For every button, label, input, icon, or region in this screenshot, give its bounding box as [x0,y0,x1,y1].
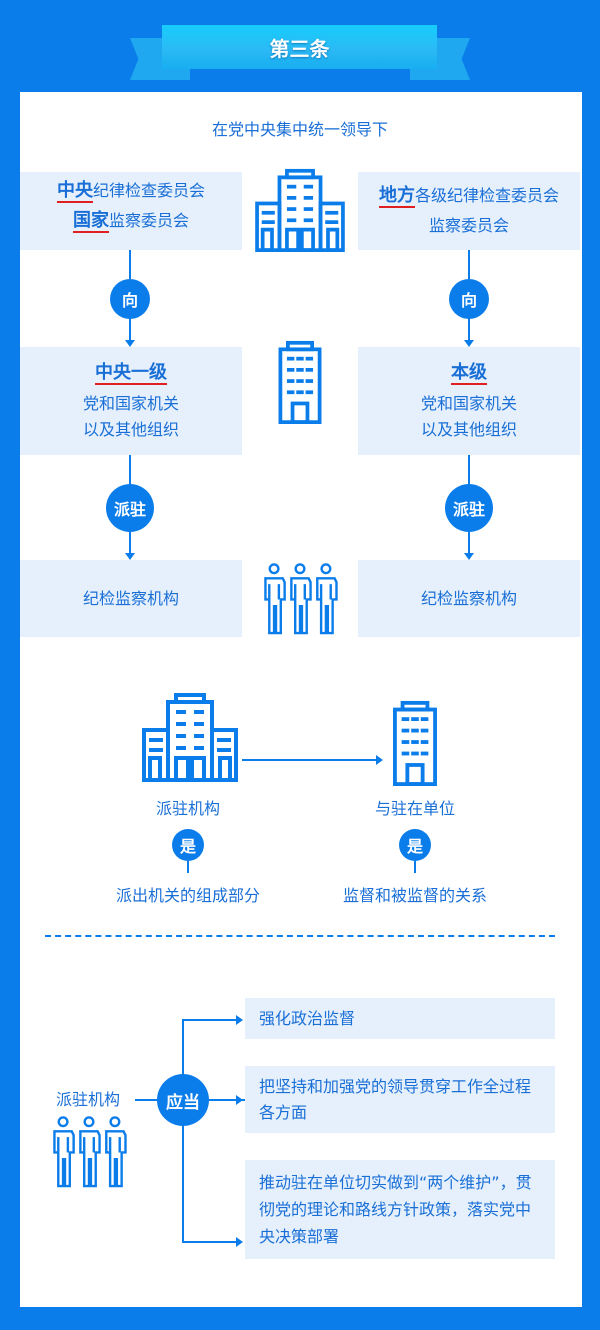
emphasis: 中央 [56,180,93,201]
arrow-down-icon [464,340,474,347]
right-top-line2: 监察委员会 [428,216,510,235]
subtitle: 在党中央集中统一领导下 [211,120,389,139]
connector [414,861,416,873]
duty-item: 把坚持和加强党的领导贯穿工作全过程各方面 [245,1066,555,1133]
left-mid-box [20,347,242,455]
left-mid-line2: 以及其他组织 [82,420,180,439]
left-mid-bold: 中央一级 [95,360,167,386]
emphasis: 中央一级 [95,362,167,383]
connector [182,1019,184,1243]
is-circle: 是 [399,829,431,861]
text: 纪律检查委员会 [92,181,206,200]
relation-right-label: 与驻在单位 [374,799,456,818]
people-icon [259,563,341,635]
relation-left-result: 派出机关的组成部分 [115,886,261,905]
emphasis: 地方 [378,185,415,206]
relation-left-label: 派驻机构 [155,799,221,818]
step-circle-dispatch: 派驻 [445,484,493,532]
relation-right-result: 监督和被监督的关系 [342,886,488,905]
right-mid-line2: 以及其他组织 [420,420,518,439]
right-mid-line1: 党和国家机关 [420,394,518,413]
right-bottom-box [358,560,580,637]
arrow-right-icon [236,1015,243,1025]
step-circle-dispatch: 派驻 [106,484,154,532]
connector [182,1241,237,1243]
building-icon [252,168,348,252]
building-icon [140,688,240,786]
arrow-down-icon [125,340,135,347]
emphasis: 国家 [72,210,109,231]
emphasis: 本级 [451,362,487,383]
arrow-right-icon [236,1095,243,1105]
left-bottom-box [20,560,242,637]
left-top-line2: 国家监察委员会 [73,208,189,234]
arrow-down-icon [125,553,135,560]
step-circle-to: 向 [449,279,489,319]
right-top-line1: 地方各级纪律检查委员会 [379,183,559,209]
connector [182,1019,237,1021]
divider [45,935,555,937]
left-top-box [20,172,242,250]
text: 监察委员会 [108,211,190,230]
right-mid-box [358,347,580,455]
arrow-right-icon [376,755,383,765]
duty-item: 强化政治监督 [245,998,555,1039]
left-bottom-text: 纪检监察机构 [82,589,180,608]
tower-icon [390,700,440,786]
right-bottom-text: 纪检监察机构 [420,589,518,608]
right-mid-bold: 本级 [451,360,487,386]
duty-item: 推动驻在单位切实做到“两个维护”，贯彻党的理论和路线方针政策，落实党中央决策部署 [245,1160,555,1259]
right-top-box [358,172,580,250]
connector [242,759,378,761]
is-circle: 是 [172,829,204,861]
should-circle: 应当 [157,1074,209,1126]
left-top-line1: 中央纪律检查委员会 [57,178,205,204]
arrow-down-icon [464,553,474,560]
arrow-right-icon [236,1237,243,1247]
left-mid-line1: 党和国家机关 [82,394,180,413]
step-circle-to: 向 [110,279,150,319]
duties-subject: 派驻机构 [55,1090,121,1109]
banner-title: 第三条 [162,25,437,69]
people-icon [48,1116,130,1188]
text: 各级纪律检查委员会 [414,186,560,205]
tower-icon [275,340,325,424]
connector [187,861,189,873]
